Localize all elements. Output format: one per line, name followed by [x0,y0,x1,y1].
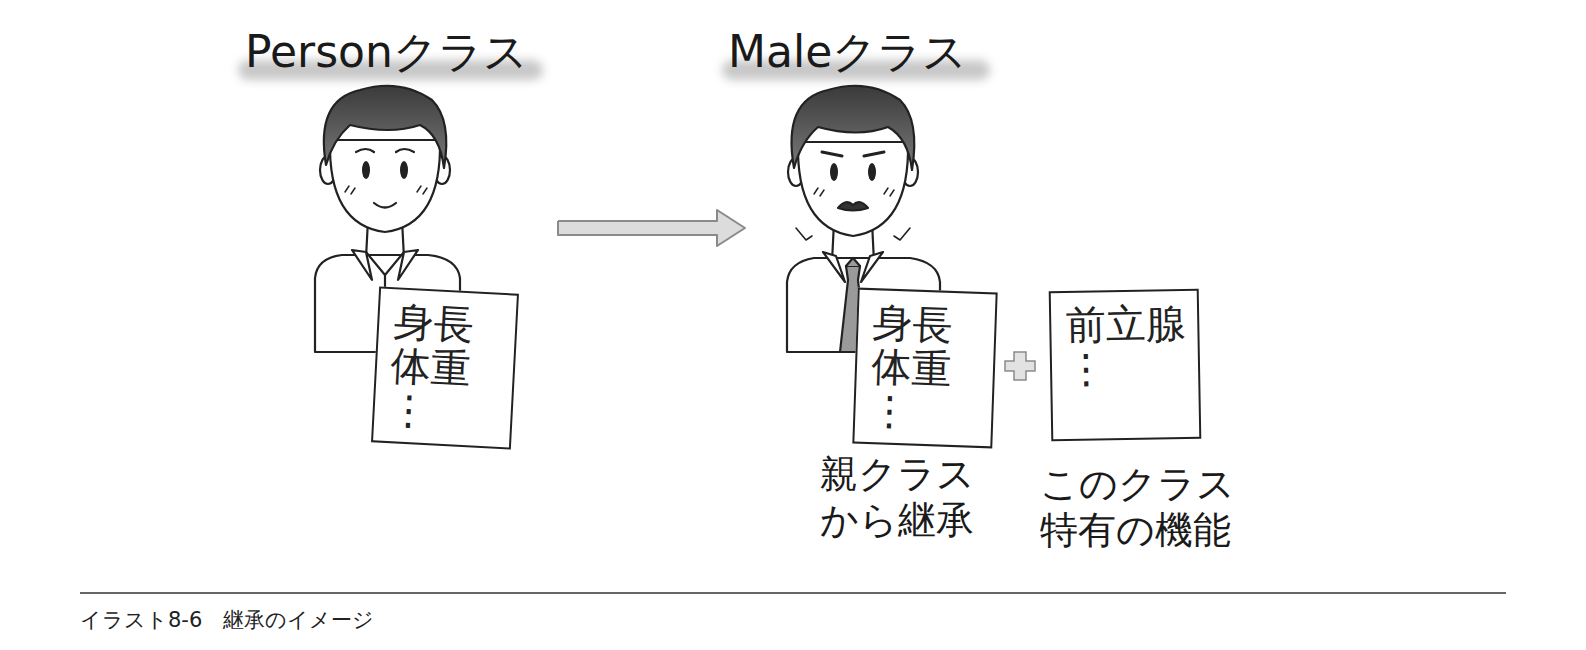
caption-rule [80,592,1506,594]
attribute-list: 身長 体重 ⋮ [388,299,475,435]
attribute-sheet: 身長 体重 ⋮ [852,288,997,449]
attribute-sheet: 身長 体重 ⋮ [371,286,519,449]
class-name: Personクラス [245,28,555,76]
figure-caption: イラスト8-6 継承のイメージ [80,606,374,634]
class-figure: Maleクラス身長 体重 ⋮前立腺 ⋮ [750,28,1250,458]
class-name: Maleクラス [728,28,1228,76]
attribute-sheet: 前立腺 ⋮ [1049,289,1202,442]
class-figure: Personクラス身長 体重 ⋮ [240,28,550,458]
annotation: 親クラス から継承 [820,452,975,543]
attribute-list: 身長 体重 ⋮ [869,300,954,435]
plus-symbol [1005,352,1035,380]
annotation: このクラス 特有の機能 [1040,462,1235,553]
attribute-list: 前立腺 ⋮ [1065,301,1187,391]
inheritance-arrow [558,210,745,246]
